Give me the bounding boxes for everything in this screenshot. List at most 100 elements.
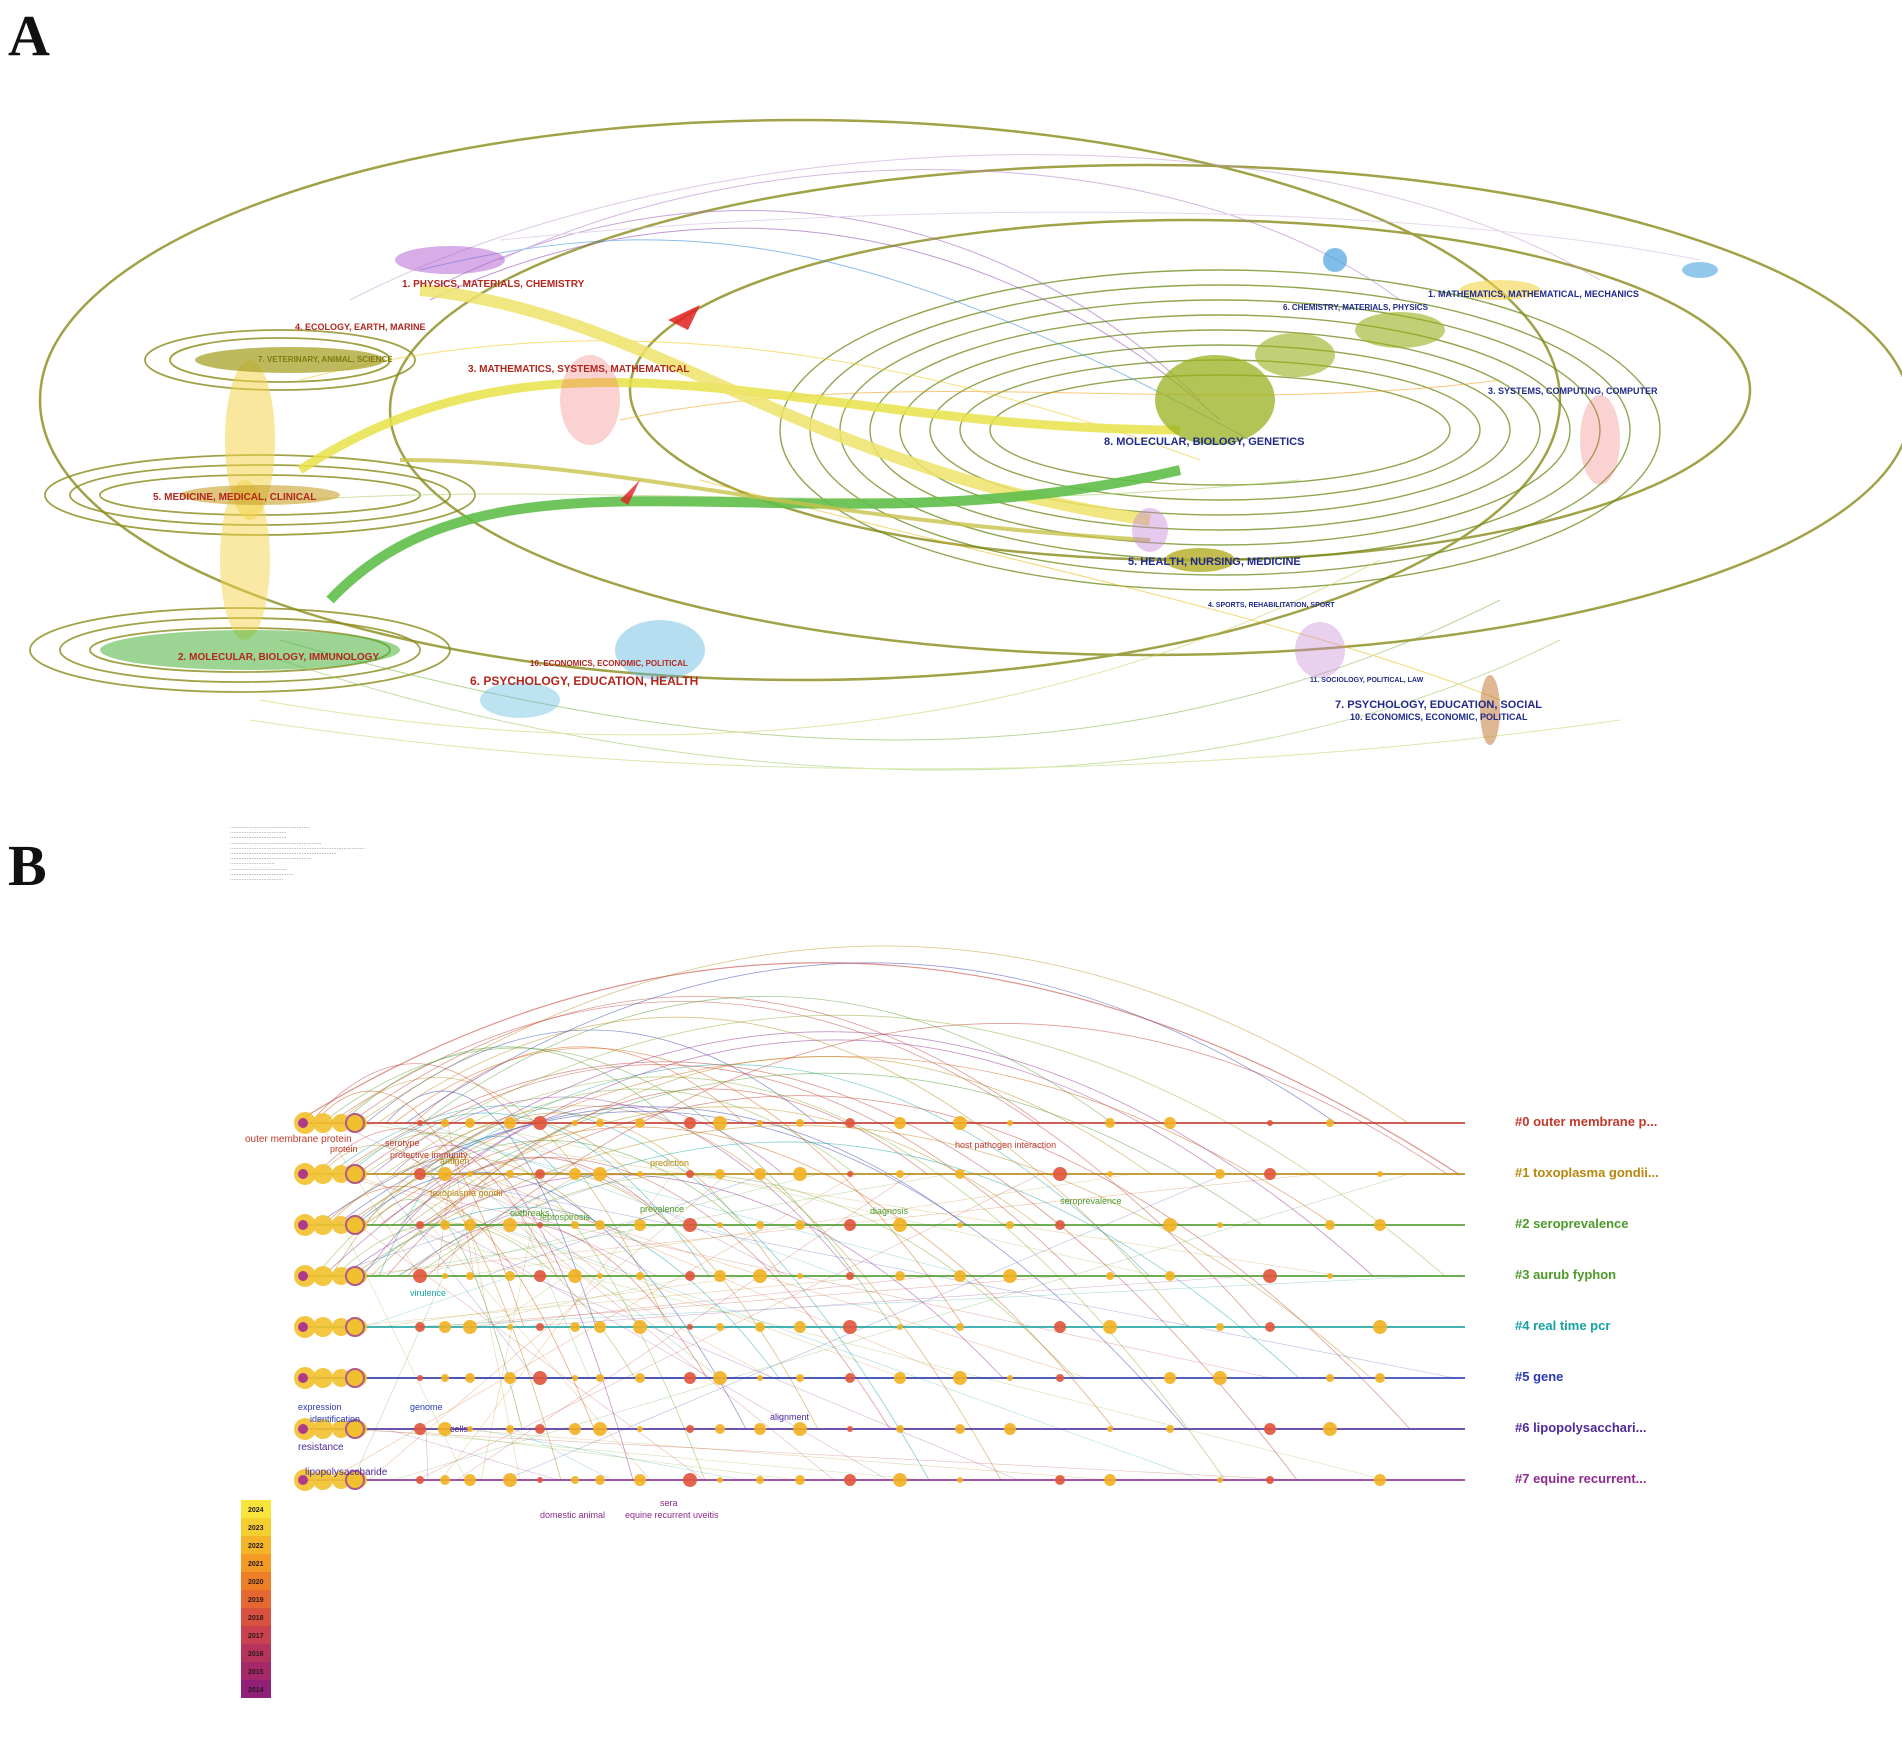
cluster-node: [1107, 1426, 1113, 1432]
cluster-node: [796, 1119, 804, 1127]
timeline-arc: [349, 996, 1041, 1124]
legend-swatch: [241, 1518, 271, 1536]
cluster-node: [713, 1371, 727, 1385]
cluster-node: [464, 1219, 476, 1231]
timeline-arc: [335, 1106, 967, 1226]
cluster-node: [1104, 1474, 1116, 1486]
cluster-node: [313, 1317, 333, 1337]
node-label: toxoplasma gondii: [430, 1188, 503, 1198]
timeline-arc: [392, 1144, 634, 1481]
cluster-node: [755, 1322, 765, 1332]
timeline-link: [361, 1428, 927, 1481]
timeline-link: [445, 1224, 889, 1481]
legend-swatch: [241, 1536, 271, 1554]
timeline-arc: [356, 1064, 1078, 1277]
cluster-node: [463, 1320, 477, 1334]
cluster-node: [595, 1475, 605, 1485]
timeline-arc: [321, 1047, 893, 1328]
legend-year: 2022: [248, 1543, 264, 1550]
timeline-nodes: [294, 1112, 1387, 1491]
cluster-node: [715, 1424, 725, 1434]
cluster-node: [847, 1426, 853, 1432]
cluster-node: [298, 1424, 308, 1434]
cluster-node: [897, 1324, 903, 1330]
cluster-node: [954, 1270, 966, 1282]
cluster-node: [1054, 1321, 1066, 1333]
timeline-arc: [309, 1063, 521, 1124]
cluster-node: [1217, 1222, 1223, 1228]
cluster-node: [332, 1369, 350, 1387]
cluster-node: [896, 1425, 904, 1433]
cluster-node: [414, 1423, 426, 1435]
cluster-node: [1003, 1269, 1017, 1283]
cluster-node: [753, 1269, 767, 1283]
cluster-node: [633, 1320, 647, 1334]
timeline-arc: [327, 1156, 599, 1226]
legend-year: 2023: [248, 1525, 264, 1532]
left-label-2: 2. MOLECULAR, BIOLOGY, IMMUNOLOGY: [178, 652, 379, 663]
cluster-node: [537, 1222, 543, 1228]
right-label-6: 6. CHEMISTRY, MATERIALS, PHYSICS: [1283, 303, 1429, 312]
legend-year: 2014: [248, 1687, 264, 1694]
timeline-arc: [393, 1047, 965, 1328]
cluster-node: [313, 1419, 333, 1439]
cluster-node: [597, 1273, 603, 1279]
node-label: antigen: [440, 1156, 470, 1166]
cluster-node: [717, 1477, 723, 1483]
timeline-arc: [372, 1096, 854, 1277]
cluster-node: [441, 1119, 449, 1127]
timeline-arc: [384, 1076, 1226, 1481]
timeline-link: [381, 1224, 1387, 1481]
node-label: equine recurrent uveitis: [625, 1510, 719, 1520]
legend-year: 2017: [248, 1633, 264, 1640]
cluster-node: [533, 1116, 547, 1130]
cluster-node: [417, 1375, 423, 1381]
panel-b-letter: B: [8, 833, 47, 898]
cluster-label-0: #0 outer membrane p...: [1515, 1114, 1657, 1129]
left-label-6: 6. PSYCHOLOGY, EDUCATION, HEALTH: [470, 674, 698, 688]
cluster-node: [797, 1273, 803, 1279]
cluster-node: [1374, 1219, 1386, 1231]
yellow-flow-1: [297, 378, 1181, 474]
cluster-node: [503, 1218, 517, 1232]
cluster-node: [686, 1425, 694, 1433]
timeline-link: [337, 1428, 1295, 1481]
cluster-node: [684, 1117, 696, 1129]
cluster-node: [594, 1321, 606, 1333]
cluster-node: [715, 1169, 725, 1179]
timeline-link: [363, 1275, 513, 1328]
timeline-arc: [336, 1061, 1298, 1481]
cluster-label-6: #6 lipopolysacchari...: [1515, 1420, 1647, 1435]
cluster-node: [345, 1419, 365, 1439]
timeline-arc: [407, 1106, 1039, 1226]
cluster-node: [1264, 1423, 1276, 1435]
cluster-node: [535, 1169, 545, 1179]
timeline-arc: [391, 1072, 1263, 1226]
timeline-arc: [343, 1056, 1335, 1226]
cluster-node: [893, 1218, 907, 1232]
left-label-1: 1. PHYSICS, MATERIALS, CHEMISTRY: [402, 279, 585, 290]
cluster-node: [416, 1476, 424, 1484]
timeline-link: [383, 1122, 973, 1277]
timeline-arc: [334, 1222, 636, 1379]
cluster-node: [1056, 1374, 1064, 1382]
cluster-node: [298, 1271, 308, 1281]
timeline-arc: [370, 1055, 1152, 1277]
cluster-label-4: #4 real time pcr: [1515, 1318, 1610, 1333]
node-label: cells: [450, 1424, 469, 1434]
cluster-node: [569, 1168, 581, 1180]
left-label-5: 5. MEDICINE, MEDICAL, CLINICAL: [153, 492, 316, 503]
cluster-label-5: #5 gene: [1515, 1369, 1563, 1384]
cluster-node: [572, 1375, 578, 1381]
cluster-node: [794, 1321, 806, 1333]
timeline-link: [403, 1275, 1433, 1328]
cluster-node: [684, 1372, 696, 1384]
node-label: genome: [410, 1402, 443, 1412]
timeline-arc: [377, 1016, 1189, 1328]
cluster-node: [438, 1422, 452, 1436]
cluster-node: [1166, 1425, 1174, 1433]
left-label-3: 3. MATHEMATICS, SYSTEMS, MATHEMATICAL: [468, 364, 689, 375]
cluster-node: [345, 1266, 365, 1286]
cluster-node: [1053, 1167, 1067, 1181]
cluster-node: [717, 1222, 723, 1228]
